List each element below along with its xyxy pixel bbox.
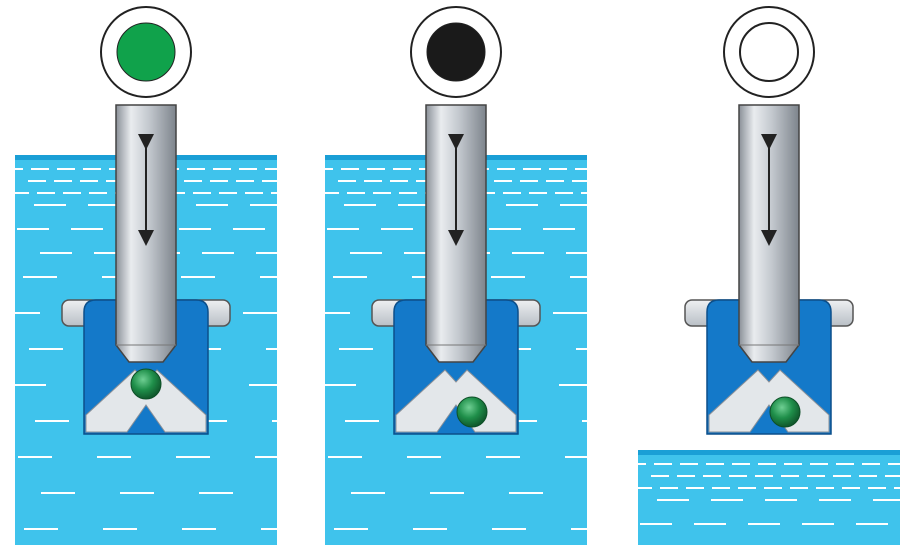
float-rod	[115, 104, 177, 363]
water-body	[638, 450, 900, 545]
panel-1	[15, 6, 277, 545]
water-tank	[638, 450, 900, 545]
water-surface	[638, 450, 900, 455]
indicator-lamp-green	[116, 22, 176, 82]
panel-3	[638, 6, 900, 545]
check-ball	[456, 396, 488, 428]
check-ball	[769, 396, 801, 428]
check-ball	[130, 368, 162, 400]
indicator-lamp-black	[426, 22, 486, 82]
float-rod	[738, 104, 800, 363]
indicator-light	[410, 6, 502, 98]
valve-housing	[61, 299, 231, 435]
indicator-lamp-white	[739, 22, 799, 82]
panel-2	[325, 6, 587, 545]
indicator-light	[723, 6, 815, 98]
indicator-light	[100, 6, 192, 98]
float-rod	[425, 104, 487, 363]
